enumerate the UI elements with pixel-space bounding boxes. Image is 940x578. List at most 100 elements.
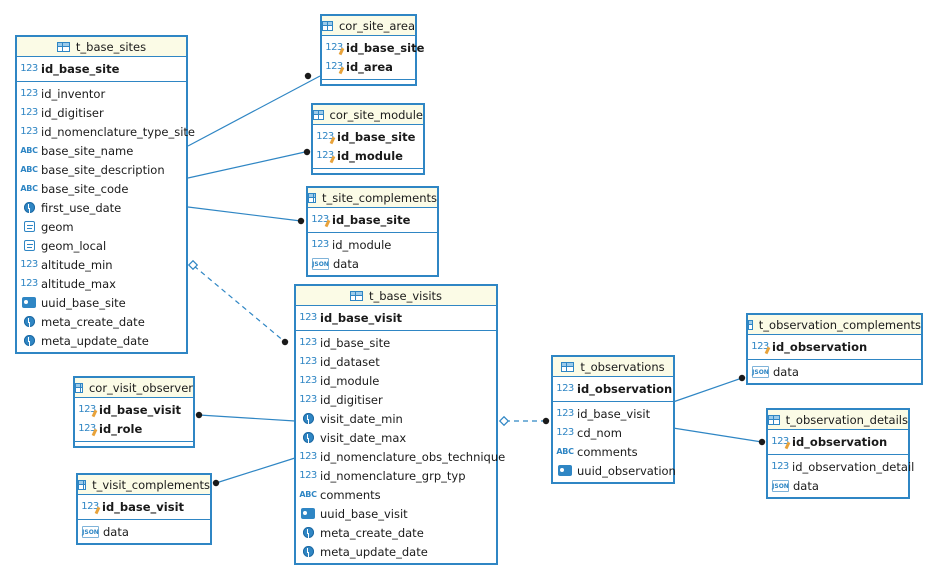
column-name: id_observation	[792, 434, 888, 449]
entity-title: t_observations	[580, 359, 665, 374]
entity-header[interactable]: cor_site_module	[313, 105, 423, 125]
table-column[interactable]: uuid_observation	[553, 461, 676, 480]
relation-end-dot	[212, 479, 220, 487]
column-name: id_base_visit	[102, 499, 185, 514]
relation-obs-complements	[672, 377, 743, 403]
entity-header[interactable]: cor_visit_observer	[75, 378, 193, 398]
numeric-icon: 123	[299, 375, 317, 386]
table-column[interactable]: meta_create_date	[17, 312, 186, 331]
column-name: uuid_observation	[577, 463, 676, 478]
column-name: base_site_description	[41, 162, 165, 177]
entity-header[interactable]: t_observations	[553, 357, 673, 377]
table-column[interactable]: uuid_base_visit	[296, 504, 496, 523]
numeric-key-icon: 123	[311, 214, 329, 225]
table-column[interactable]: first_use_date	[17, 198, 186, 217]
column-name: id_nomenclature_grp_typ	[320, 468, 466, 483]
numeric-key-icon: 123	[325, 61, 343, 72]
entity-header[interactable]: t_base_sites	[17, 37, 186, 57]
numeric-key-icon: 123	[78, 404, 96, 415]
column-name: meta_create_date	[320, 525, 424, 540]
entity-title: cor_site_area	[338, 18, 415, 33]
json-icon: JSON	[82, 525, 99, 538]
column-name: visit_date_max	[320, 430, 407, 445]
entity-header[interactable]: t_site_complements	[308, 188, 437, 208]
numeric-icon: 123	[556, 408, 574, 419]
table-column[interactable]: meta_create_date	[296, 523, 496, 542]
relation-visit-complements	[215, 457, 296, 484]
numeric-icon: 123	[20, 278, 38, 289]
table-column[interactable]: visit_date_max	[296, 428, 496, 447]
entity-header[interactable]: t_observation_complements	[748, 315, 921, 335]
entity-header[interactable]: cor_site_area	[322, 16, 415, 36]
column-name: id_module	[320, 373, 380, 388]
column-name: comments	[577, 444, 638, 459]
entity-header[interactable]: t_observation_details	[768, 410, 908, 430]
table-icon	[748, 319, 753, 330]
table-column[interactable]: geom	[17, 217, 186, 236]
entity-header[interactable]: t_base_visits	[296, 286, 496, 306]
entity-header[interactable]: t_visit_complements	[78, 475, 210, 495]
table-column[interactable]: meta_update_date	[17, 331, 186, 350]
numeric-icon: 123	[299, 337, 317, 348]
table-column[interactable]: meta_update_date	[296, 542, 496, 561]
json-icon: JSON	[312, 257, 329, 270]
table-column[interactable]: visit_date_min	[296, 409, 496, 428]
column-name: id_base_site	[320, 335, 391, 350]
table-column[interactable]: geom_local	[17, 236, 186, 255]
table-column[interactable]: uuid_base_site	[17, 293, 186, 312]
column-name: id_base_site	[332, 212, 411, 227]
column-name: data	[773, 364, 799, 379]
column-name: id_area	[346, 59, 393, 74]
